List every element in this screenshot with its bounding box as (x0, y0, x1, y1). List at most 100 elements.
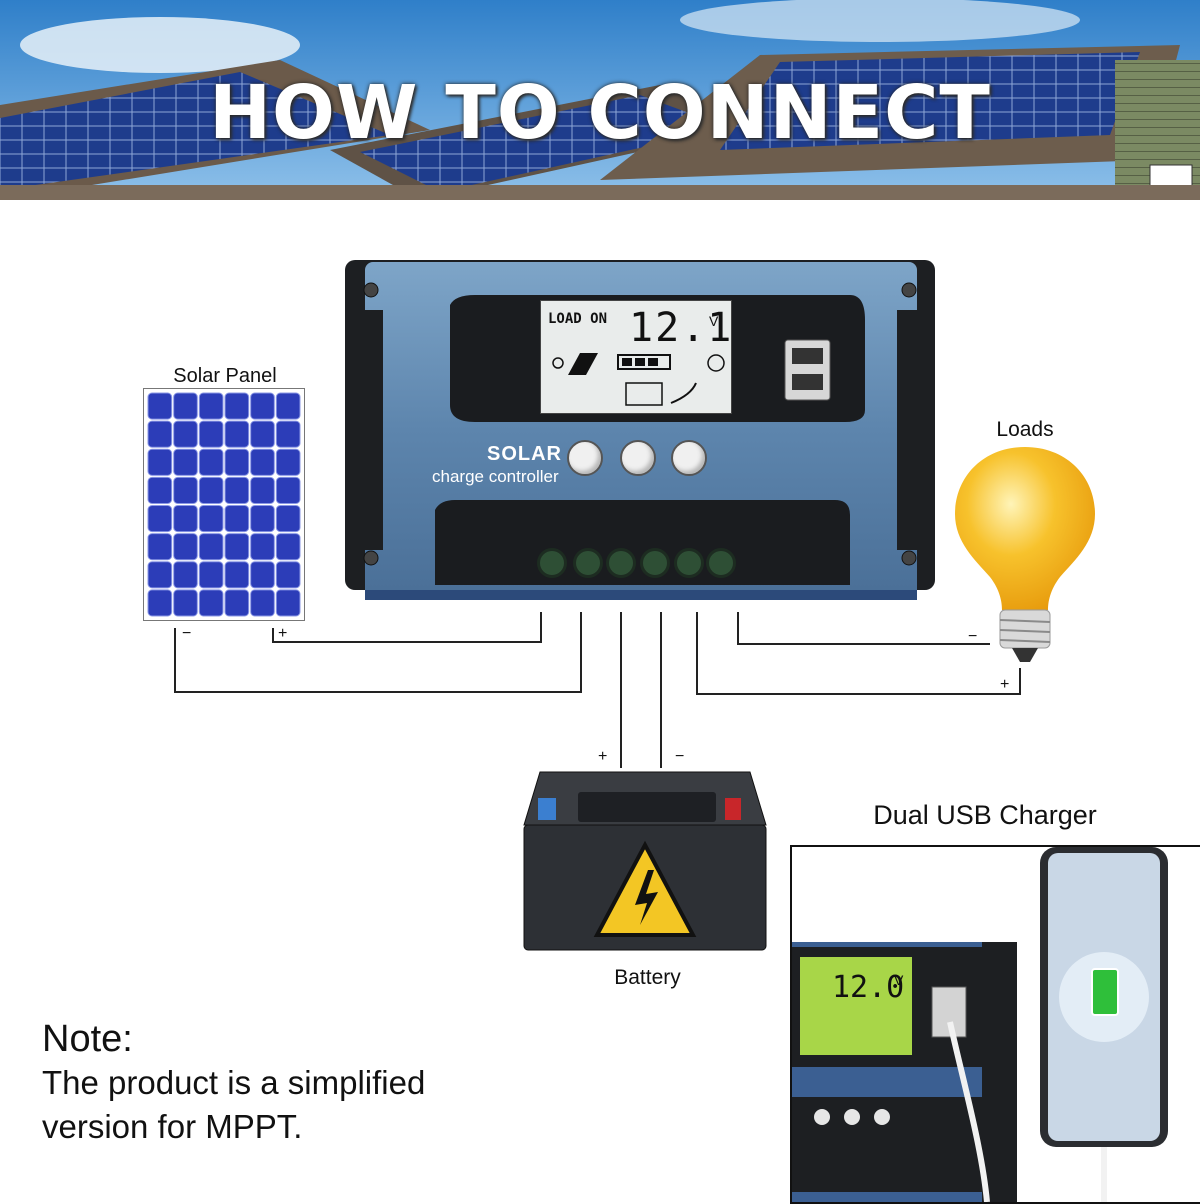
solar-plus-sign: + (278, 625, 288, 642)
down-button[interactable] (671, 440, 707, 476)
solar-cell (275, 448, 301, 476)
solar-cell (147, 589, 173, 617)
solar-cell (224, 561, 250, 589)
solar-cell (147, 448, 173, 476)
solar-panel-label: Solar Panel (173, 365, 277, 387)
usb-photo-unit: V (894, 972, 904, 988)
solar-cell (147, 533, 173, 561)
solar-cell (224, 420, 250, 448)
terminal-solar-positive (537, 548, 567, 578)
solar-positive-wire (272, 612, 542, 643)
solar-cell (275, 589, 301, 617)
solar-cell (275, 420, 301, 448)
solar-cell (224, 589, 250, 617)
solar-cell (198, 392, 224, 420)
lcd-icons (552, 353, 725, 406)
light-bulb-icon (955, 447, 1095, 662)
battery-negative-terminal (538, 798, 556, 820)
solar-cell (224, 476, 250, 504)
usb-photo-voltage: 12.0 (832, 970, 905, 1005)
rooftop-solar-photo (0, 0, 1200, 200)
usb-charger-label: Dual USB Charger (873, 800, 1097, 830)
page-title: HOW TO CONNECT (209, 70, 991, 156)
solar-cell (224, 505, 250, 533)
solar-cell (173, 476, 198, 504)
terminal-load-negative (706, 548, 736, 578)
battery-face-icon (625, 382, 663, 406)
solar-panel-icon (143, 388, 305, 621)
lcd-voltage: 12.1 (629, 305, 734, 351)
terminal-battery-positive (606, 548, 636, 578)
solar-cell (147, 420, 173, 448)
solar-cell (147, 561, 173, 589)
brand-subtitle: charge controller (432, 467, 559, 486)
solar-minus-sign: − (182, 625, 192, 642)
solar-cell (198, 561, 224, 589)
solar-cell (147, 476, 173, 504)
up-button[interactable] (620, 440, 656, 476)
battery-positive-terminal (725, 798, 741, 820)
lcd-unit: V (709, 313, 719, 329)
usb-charging-illustration (792, 847, 1168, 1202)
lcd-load-status: LOAD ON (548, 311, 608, 327)
solar-cell (250, 533, 275, 561)
solar-cell (173, 561, 198, 589)
brand-solar: SOLAR (487, 443, 562, 465)
note-title: Note: (42, 1018, 133, 1060)
loads-label: Loads (996, 418, 1054, 441)
solar-cell (275, 561, 301, 589)
warning-icon (593, 840, 697, 937)
battery-plus-sign: + (598, 748, 608, 765)
solar-cell (250, 561, 275, 589)
sun-icon (552, 357, 564, 369)
solar-cell (147, 505, 173, 533)
solar-cell (173, 533, 198, 561)
solar-cell (275, 533, 301, 561)
solar-cell (275, 392, 301, 420)
solar-cell (173, 420, 198, 448)
solar-cell (198, 448, 224, 476)
solar-cell (250, 589, 275, 617)
charge-controller-icon (345, 260, 935, 600)
solar-cell (250, 505, 275, 533)
solar-cell (250, 448, 275, 476)
solar-cell (224, 448, 250, 476)
solar-cell (198, 533, 224, 561)
phone-battery-icon (1091, 968, 1119, 1016)
solar-negative-wire (174, 612, 582, 693)
solar-cell (173, 392, 198, 420)
terminal-solar-negative (573, 548, 603, 578)
solar-cell (173, 448, 198, 476)
arrow-icon (670, 382, 697, 404)
lcd-display: LOAD ON 12.1 V (540, 300, 732, 414)
battery-bar-icon (617, 354, 671, 370)
battery-icon (523, 771, 767, 951)
solar-cell (224, 392, 250, 420)
load-minus-sign: − (968, 628, 978, 645)
solar-cell (275, 476, 301, 504)
note-line-2: version for MPPT. (42, 1108, 303, 1145)
load-positive-wire (696, 612, 1021, 695)
load-negative-wire (737, 612, 990, 645)
solar-cell (224, 533, 250, 561)
load-plus-sign: + (1000, 676, 1010, 693)
mini-panel-icon (568, 353, 598, 375)
solar-cell (198, 420, 224, 448)
terminal-battery-negative (640, 548, 670, 578)
solar-cell (250, 420, 275, 448)
note-line-1: The product is a simplified (42, 1064, 426, 1101)
terminal-load-positive (674, 548, 704, 578)
usb-charger-photo (790, 845, 1200, 1204)
solar-cell (173, 505, 198, 533)
solar-cell (198, 589, 224, 617)
solar-cell (147, 392, 173, 420)
banner-photo (0, 0, 1200, 200)
solar-cell (173, 589, 198, 617)
battery-minus-sign: − (675, 748, 685, 765)
battery-label: Battery (614, 966, 681, 989)
menu-button[interactable] (567, 440, 603, 476)
solar-cell (250, 392, 275, 420)
bulb-icon (707, 354, 725, 372)
solar-cell (198, 505, 224, 533)
